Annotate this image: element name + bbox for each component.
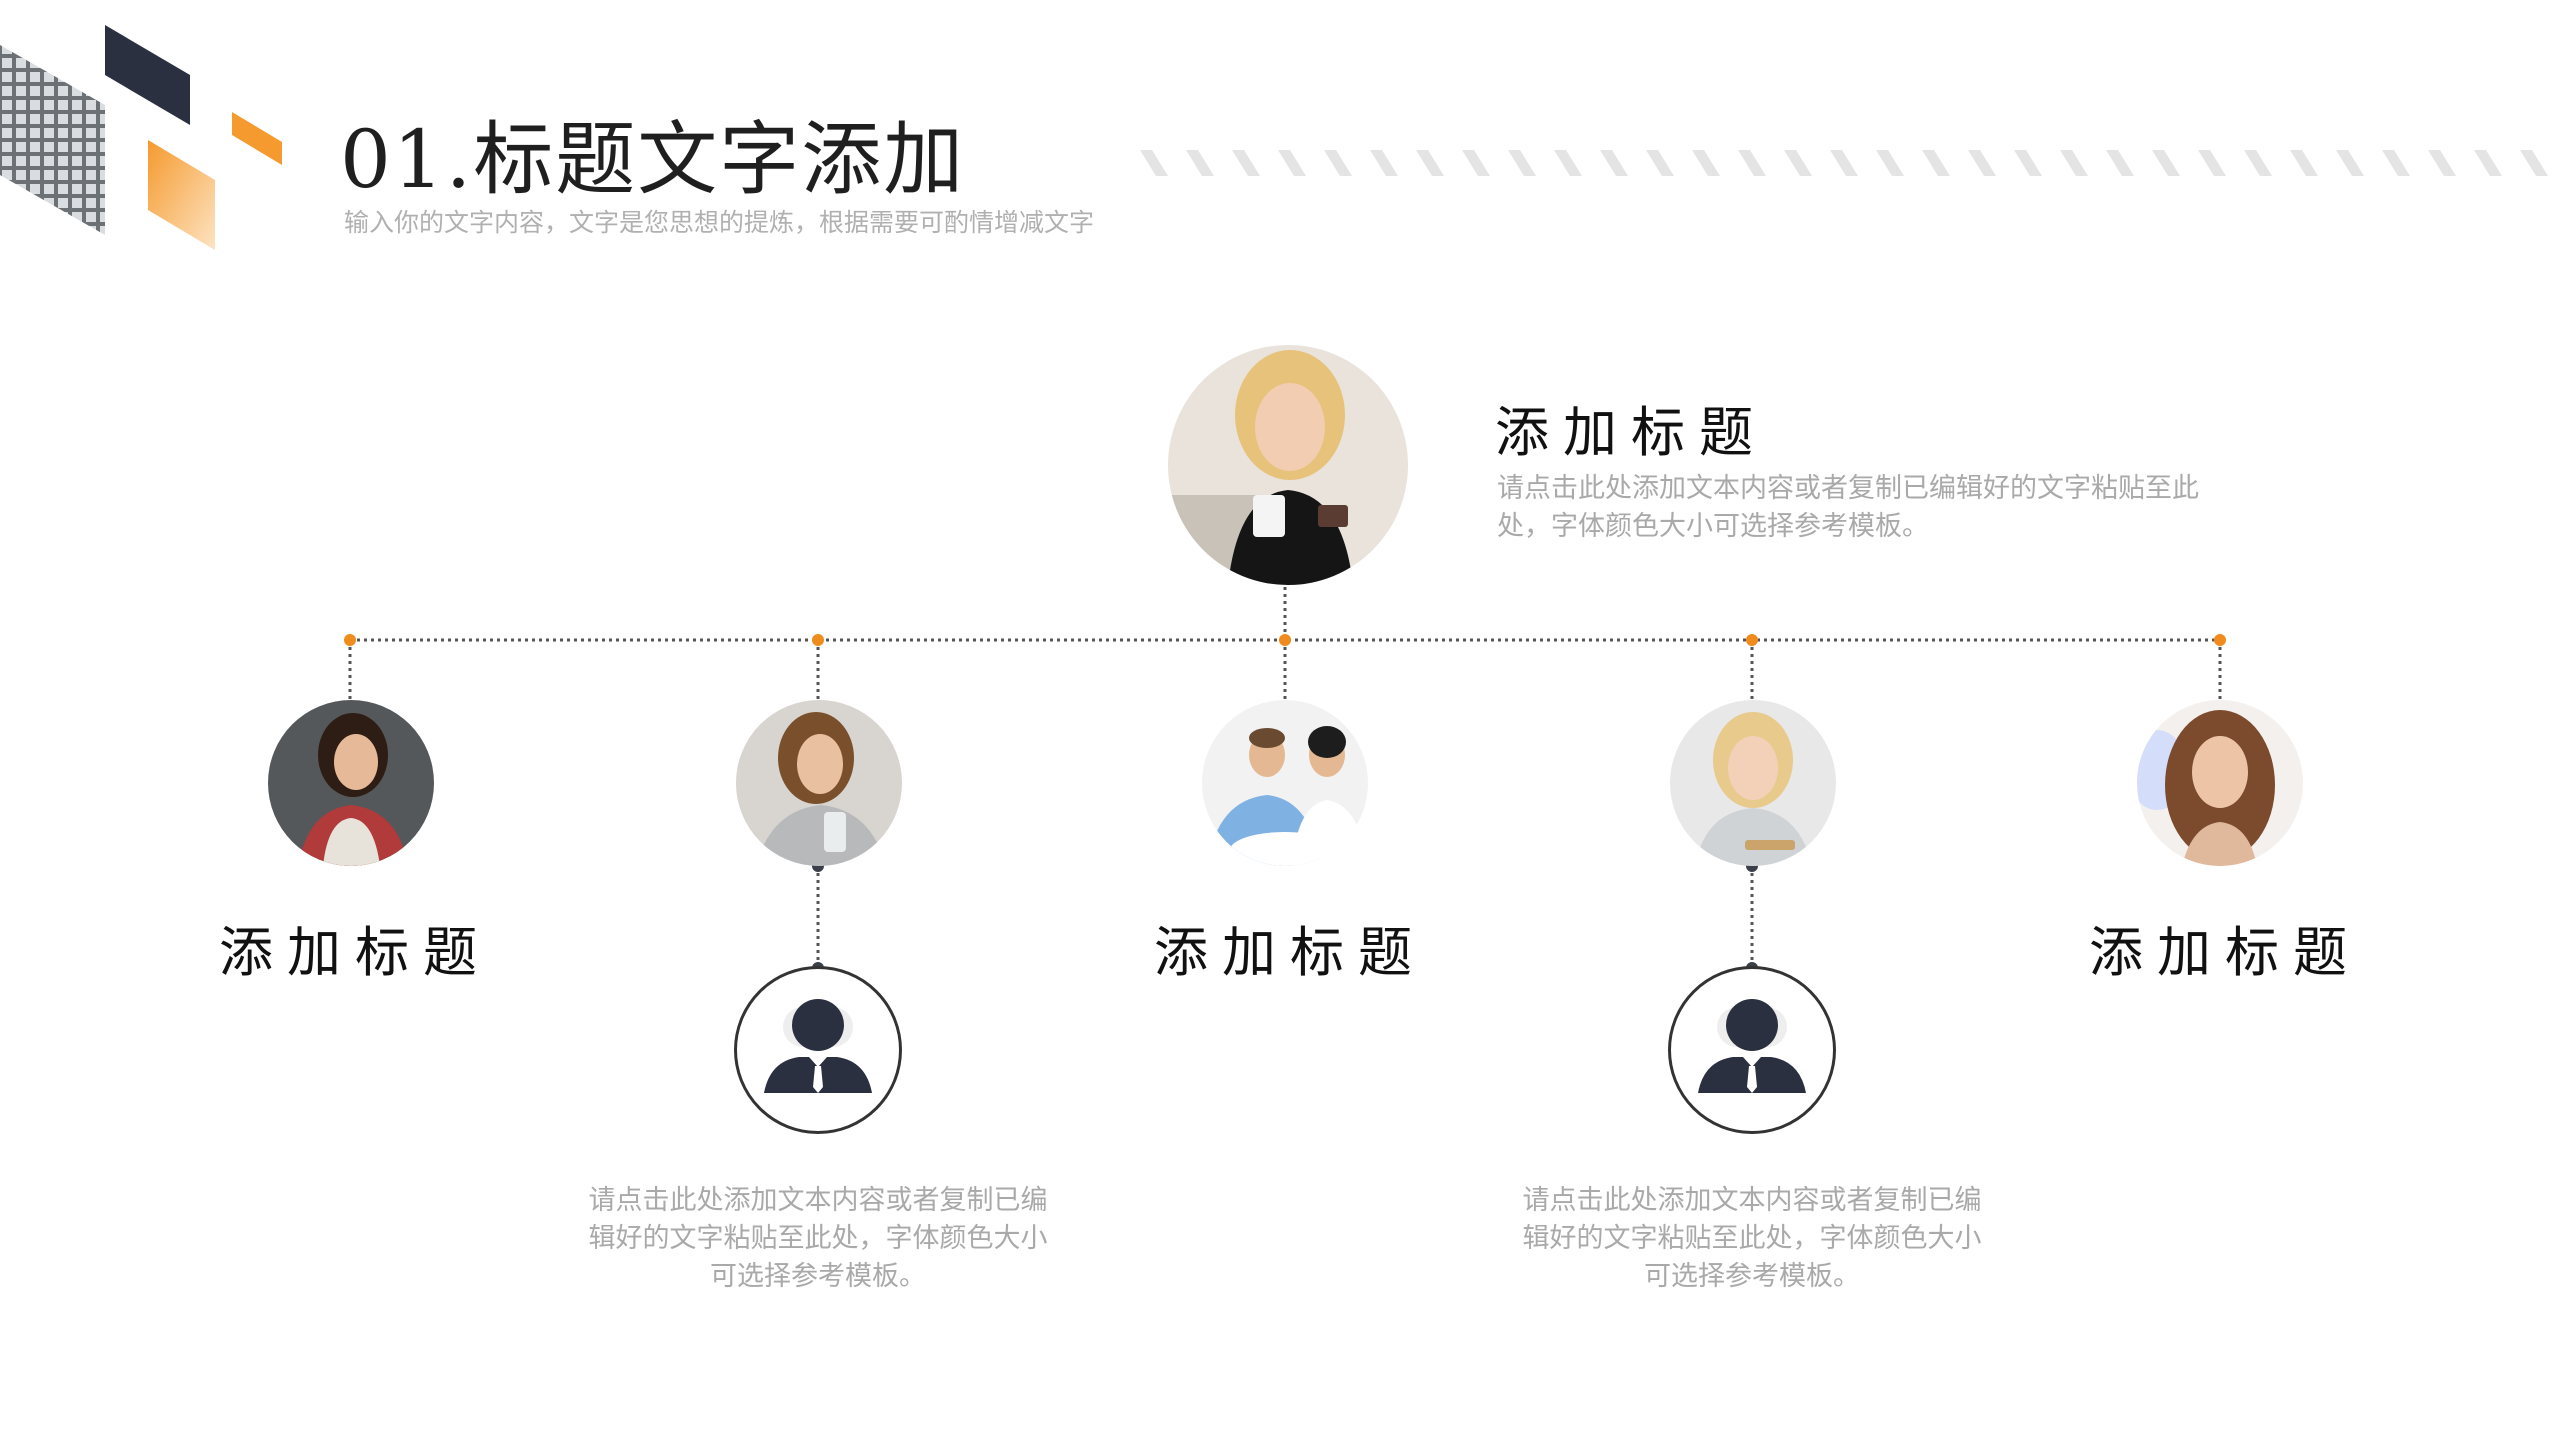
stripe bbox=[1140, 150, 1168, 176]
top-node-description: 请点击此处添加文本内容或者复制已编辑好的文字粘贴至此处，字体颜色大小可选择参考模… bbox=[1497, 473, 2199, 542]
stripe bbox=[1922, 150, 1950, 176]
branch-photo-1 bbox=[268, 700, 434, 866]
stripe bbox=[1830, 150, 1858, 176]
stripe bbox=[1554, 150, 1582, 176]
stripe bbox=[1278, 150, 1306, 176]
top-node-photo bbox=[1168, 345, 1408, 585]
stripe bbox=[2244, 150, 2272, 176]
person-icon bbox=[734, 966, 902, 1134]
branch-photo-5 bbox=[2137, 700, 2303, 866]
stripe bbox=[1416, 150, 1444, 176]
connector-dot bbox=[1279, 634, 1291, 646]
connector-dot bbox=[812, 634, 824, 646]
connector-dot bbox=[2214, 634, 2226, 646]
stripe bbox=[1370, 150, 1398, 176]
page-title: 01.标题文字添加 bbox=[340, 113, 966, 206]
stripe bbox=[2290, 150, 2318, 176]
stripe bbox=[2382, 150, 2410, 176]
branch-heading-1: 添加标题 bbox=[219, 921, 491, 984]
branch-description-2: 请点击此处添加文本内容或者复制已编辑好的文字粘贴至此处，字体颜色大小可选择参考模… bbox=[588, 1185, 1048, 1292]
branch-photo-4 bbox=[1670, 700, 1836, 866]
stripe bbox=[2060, 150, 2088, 176]
stripe bbox=[2428, 150, 2456, 176]
stripe bbox=[2336, 150, 2364, 176]
page-subtitle: 输入你的文字内容，文字是您思想的提炼，根据需要可酌情增减文字 bbox=[344, 208, 1095, 237]
stripe bbox=[1784, 150, 1812, 176]
stripe bbox=[2520, 150, 2548, 176]
stripe bbox=[2152, 150, 2180, 176]
stripe bbox=[2198, 150, 2226, 176]
branch-heading-5: 添加标题 bbox=[2089, 921, 2361, 984]
stripe bbox=[1232, 150, 1260, 176]
stripe bbox=[1692, 150, 1720, 176]
corner-decoration bbox=[0, 25, 282, 250]
stripe bbox=[1462, 150, 1490, 176]
branch-photo-2 bbox=[736, 700, 902, 866]
branch-heading-3: 添加标题 bbox=[1154, 921, 1426, 984]
connector-dot bbox=[1746, 634, 1758, 646]
connector-dot bbox=[344, 634, 356, 646]
stripe bbox=[1186, 150, 1214, 176]
stripe bbox=[1646, 150, 1674, 176]
stripe bbox=[1876, 150, 1904, 176]
top-node-heading: 添加标题 bbox=[1495, 401, 1767, 464]
stripe bbox=[1738, 150, 1766, 176]
stripe bbox=[2014, 150, 2042, 176]
stripe-decoration bbox=[1140, 150, 2548, 176]
stripe bbox=[1600, 150, 1628, 176]
stripe bbox=[2106, 150, 2134, 176]
stripe bbox=[1968, 150, 1996, 176]
stripe bbox=[1324, 150, 1352, 176]
branch-photo-3 bbox=[1202, 700, 1368, 866]
person-icon bbox=[1668, 966, 1836, 1134]
stripe bbox=[1508, 150, 1536, 176]
stripe bbox=[2474, 150, 2502, 176]
branch-description-4: 请点击此处添加文本内容或者复制已编辑好的文字粘贴至此处，字体颜色大小可选择参考模… bbox=[1522, 1185, 1982, 1292]
